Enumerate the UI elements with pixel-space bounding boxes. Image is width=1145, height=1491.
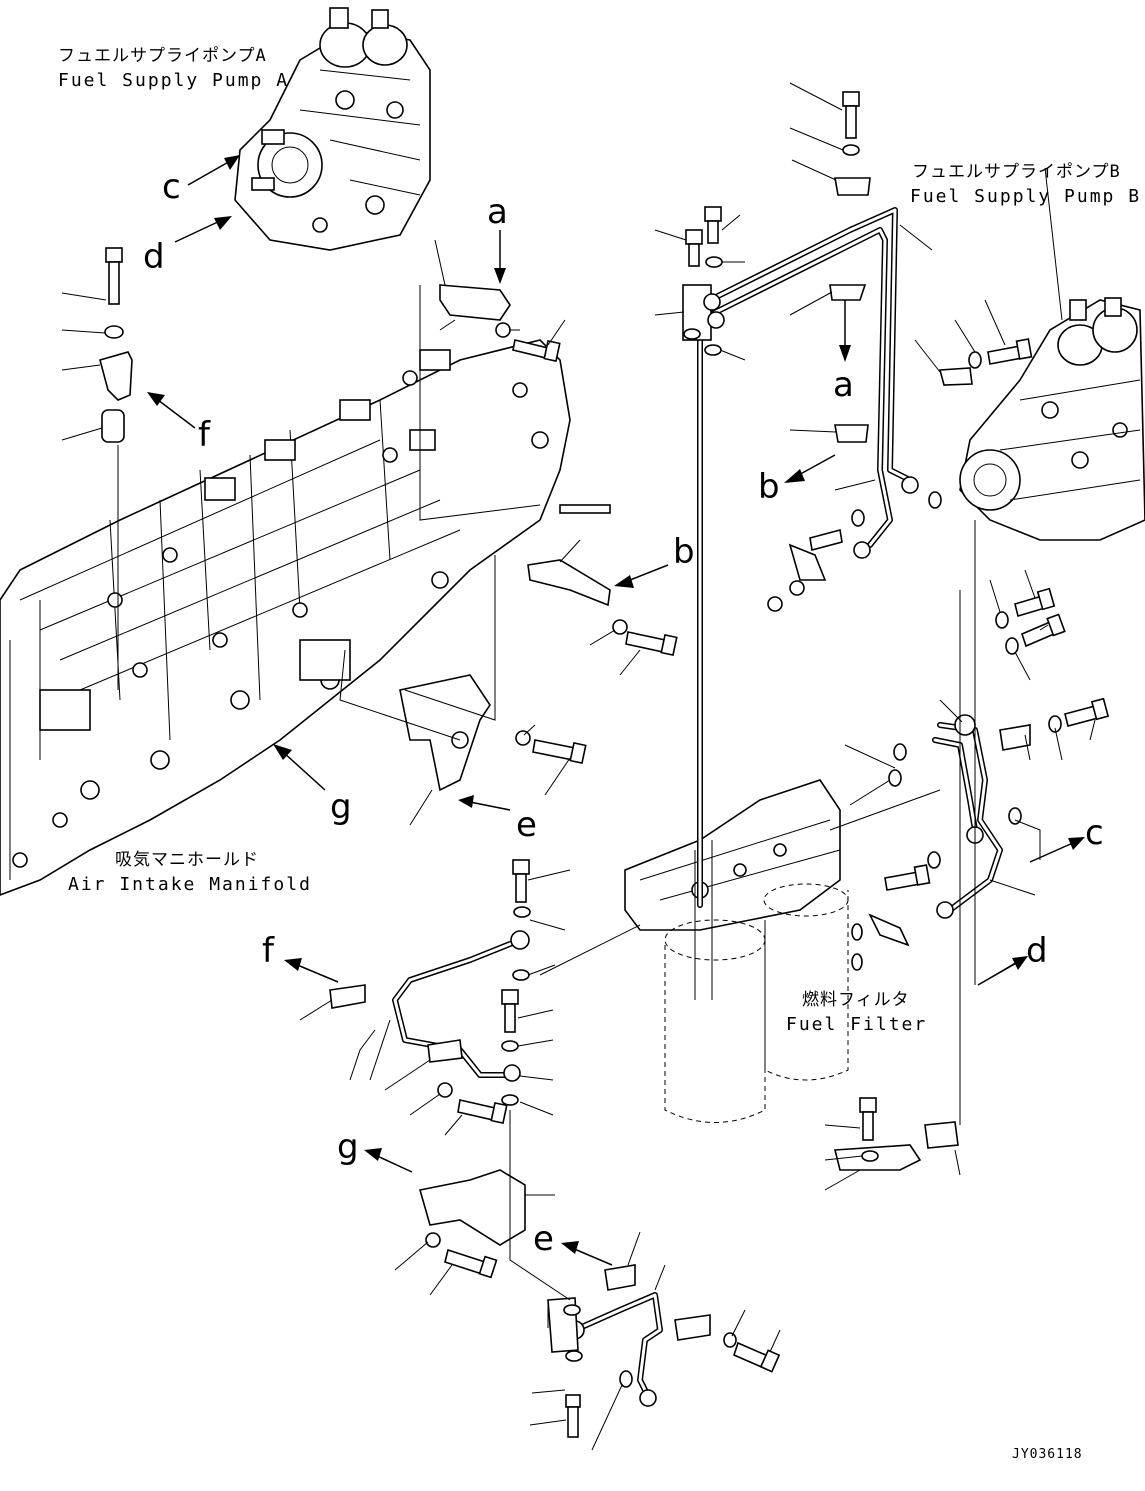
tag-a-top: a <box>487 192 508 232</box>
tag-f-low: f <box>262 931 274 971</box>
air-intake-manifold-en-label: Air Intake Manifold <box>68 874 312 895</box>
fuel-supply-pump-a-en-label: Fuel Supply Pump A <box>58 70 290 91</box>
fuel-filter-en-label: Fuel Filter <box>786 1014 928 1035</box>
tag-b-mid: b <box>673 532 695 572</box>
clamps <box>329 177 1031 1341</box>
washers <box>104 144 1062 1388</box>
drawing-code: JY036118 <box>1012 1447 1083 1462</box>
tag-b-right: b <box>758 467 780 507</box>
connection-arrows <box>147 155 1085 1266</box>
tag-g-mid: g <box>330 787 352 827</box>
fuel-supply-pump-b <box>959 297 1145 541</box>
fuel-pipe-filter-to-pump-b <box>682 207 919 908</box>
fuel-pipe-lower-left <box>349 930 530 1082</box>
tag-d-right: d <box>1026 931 1048 971</box>
tag-a-mid: a <box>833 365 854 405</box>
tag-c-left: c <box>162 167 181 207</box>
tag-f-left: f <box>198 415 210 455</box>
fuel-filter <box>624 779 849 1123</box>
bolts <box>105 91 1110 1438</box>
brackets <box>99 284 922 1353</box>
fuel-pipe-filter-to-pump-a <box>932 714 1003 919</box>
tag-d-left: d <box>143 237 165 277</box>
tag-g-low: g <box>337 1127 359 1167</box>
fuel-supply-pump-a <box>234 7 431 251</box>
tag-e-mid: e <box>516 805 537 845</box>
fuel-supply-pump-b-jp-label: フュエルサプライポンプB <box>912 162 1121 182</box>
tag-e-low: e <box>533 1219 554 1259</box>
fuel-supply-pump-b-en-label: Fuel Supply Pump B <box>910 186 1142 207</box>
engine-block <box>0 339 611 896</box>
fuel-filter-jp-label: 燃料フィルタ <box>802 990 910 1010</box>
tag-c-right: c <box>1085 813 1104 853</box>
leader-lines <box>61 82 1096 1451</box>
fuel-supply-pump-a-jp-label: フュエルサプライポンプA <box>58 46 267 66</box>
air-intake-manifold-jp-label: 吸気マニホールド <box>115 850 259 870</box>
